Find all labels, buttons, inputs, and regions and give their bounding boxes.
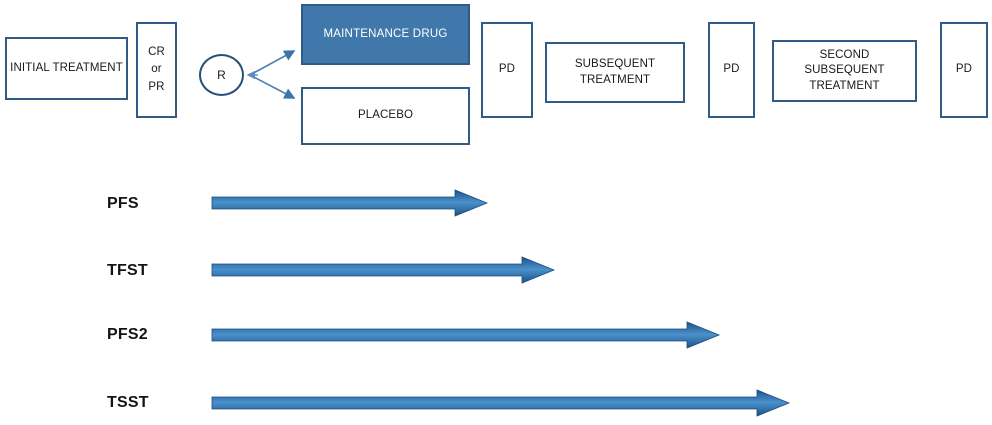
box-initial-treatment-label: INITIAL TREATMENT [10, 61, 123, 74]
box-cr-or-pr-line2: or [151, 63, 162, 76]
box-pd-2-label: PD [723, 63, 740, 76]
box-cr-or-pr: CR or PR [136, 22, 177, 118]
connector-randomization-to-placebo [249, 74, 296, 99]
connector-randomization-to-maintenance [249, 50, 296, 76]
endpoint-label-tfst: TFST [107, 262, 148, 279]
randomization-label: R [217, 68, 226, 82]
box-cr-or-pr-line3: PR [148, 80, 165, 93]
endpoint-arrow-tfst [211, 256, 556, 284]
box-pd-3-label: PD [955, 63, 973, 76]
box-cr-or-pr-line1: CR [148, 46, 165, 59]
box-subsequent-treatment: SUBSEQUENT TREATMENT [545, 42, 685, 103]
endpoint-label-pfs2: PFS2 [107, 326, 148, 343]
box-placebo: PLACEBO [301, 87, 470, 145]
box-second-subsequent-treatment-line3: TREATMENT [809, 79, 880, 92]
box-pd-3: PD [940, 22, 988, 118]
box-second-subsequent-treatment-line1: SECOND [819, 48, 870, 61]
endpoint-label-pfs: PFS [107, 195, 139, 212]
endpoint-arrow-pfs [211, 189, 489, 217]
box-initial-treatment: INITIAL TREATMENT [5, 37, 128, 100]
endpoint-label-tsst: TSST [107, 394, 149, 411]
box-subsequent-treatment-line1: SUBSEQUENT [574, 57, 656, 70]
box-maintenance-drug-label: MAINTENANCE DRUG [323, 27, 448, 40]
box-subsequent-treatment-line2: TREATMENT [579, 73, 651, 86]
box-second-subsequent-treatment: SECOND SUBSEQUENT TREATMENT [772, 40, 917, 102]
box-pd-2: PD [708, 22, 755, 118]
box-pd-1: PD [481, 22, 533, 118]
box-pd-1-label: PD [498, 63, 516, 76]
box-placebo-label: PLACEBO [357, 109, 414, 122]
endpoint-arrow-tsst [211, 389, 791, 417]
randomization-node: R [199, 54, 244, 96]
endpoint-arrow-pfs2 [211, 321, 721, 349]
box-second-subsequent-treatment-line2: SUBSEQUENT [804, 64, 885, 77]
box-maintenance-drug: MAINTENANCE DRUG [301, 4, 470, 65]
